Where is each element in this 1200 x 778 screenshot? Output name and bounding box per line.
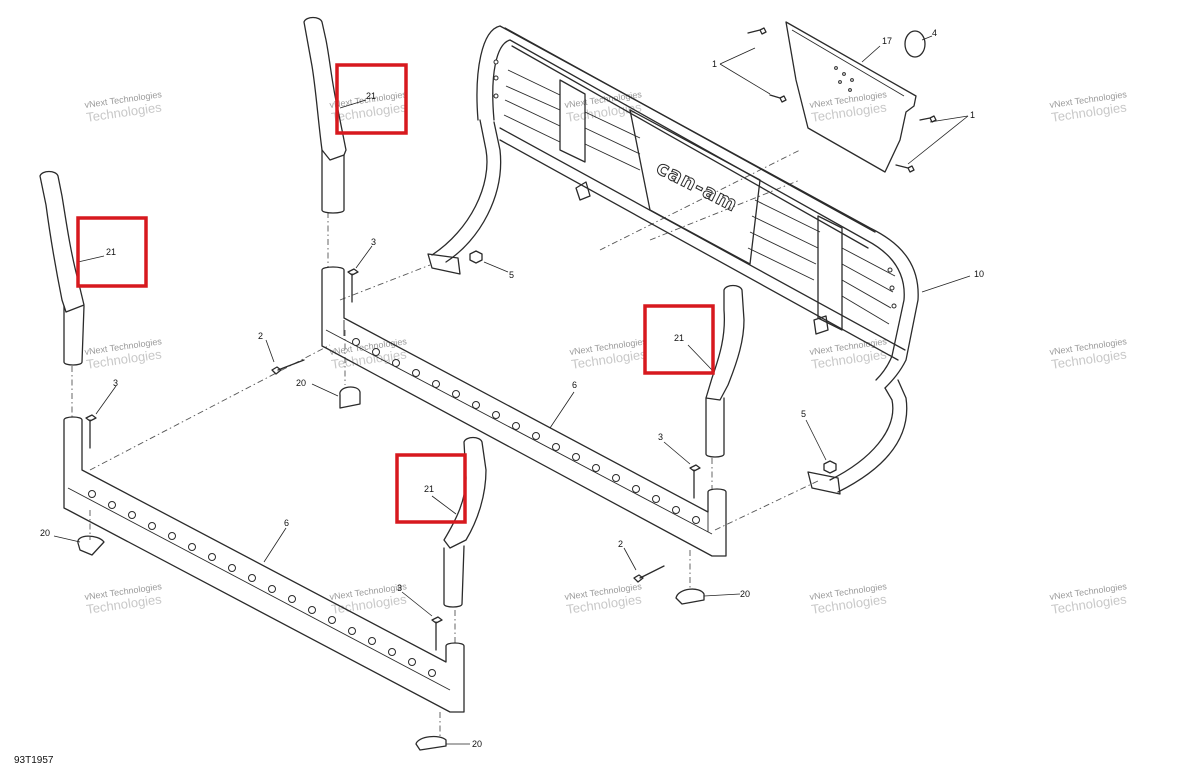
cap: [904, 30, 926, 58]
mounting-bracket: [785, 21, 917, 173]
callout-21: 21: [424, 484, 434, 494]
bolts-1: [747, 27, 937, 173]
callout-2: 2: [618, 539, 623, 549]
callout-6: 6: [284, 518, 289, 528]
highlight-box: [643, 304, 715, 375]
crossbar-front: [63, 416, 465, 713]
end-caps: [77, 386, 705, 751]
diagram-code: 93T1957: [14, 755, 54, 766]
leader-lines: [53, 35, 971, 745]
upright-3: [705, 284, 745, 458]
callout-21: 21: [366, 91, 376, 101]
nut: [469, 250, 483, 264]
callout-20: 20: [472, 739, 482, 749]
callouts: 1 1 2 2 3 3 3 3 4 5 5 6 6 10 17 20 20 20…: [40, 28, 984, 749]
callout-20: 20: [40, 528, 50, 538]
callout-20: 20: [740, 589, 750, 599]
callout-2: 2: [258, 331, 263, 341]
highlight-boxes: [76, 63, 715, 524]
callout-1: 1: [712, 59, 717, 69]
nut: [823, 460, 837, 474]
callout-3: 3: [658, 432, 663, 442]
upright-4: [443, 436, 487, 608]
upright-2: [39, 170, 85, 366]
holes-row: [352, 338, 700, 524]
callout-4: 4: [932, 28, 937, 38]
callout-17: 17: [882, 36, 892, 46]
brand-logo: can-am: [653, 155, 743, 216]
highlight-box: [335, 63, 408, 135]
callout-21: 21: [106, 247, 116, 257]
callout-3: 3: [397, 583, 402, 593]
upright-1: [303, 16, 347, 214]
highlight-box: [76, 216, 148, 288]
callout-1: 1: [970, 110, 975, 120]
callout-6: 6: [572, 380, 577, 390]
callout-10: 10: [974, 269, 984, 279]
bolts-2: [271, 359, 665, 583]
callout-3: 3: [113, 378, 118, 388]
callout-5: 5: [801, 409, 806, 419]
crossbar-rear: [321, 266, 727, 557]
highlight-box: [395, 453, 467, 524]
callout-5: 5: [509, 270, 514, 280]
holes-row: [88, 490, 436, 677]
callout-20: 20: [296, 378, 306, 388]
callout-21: 21: [674, 333, 684, 343]
bolts-3: [85, 268, 701, 651]
callout-3: 3: [371, 237, 376, 247]
